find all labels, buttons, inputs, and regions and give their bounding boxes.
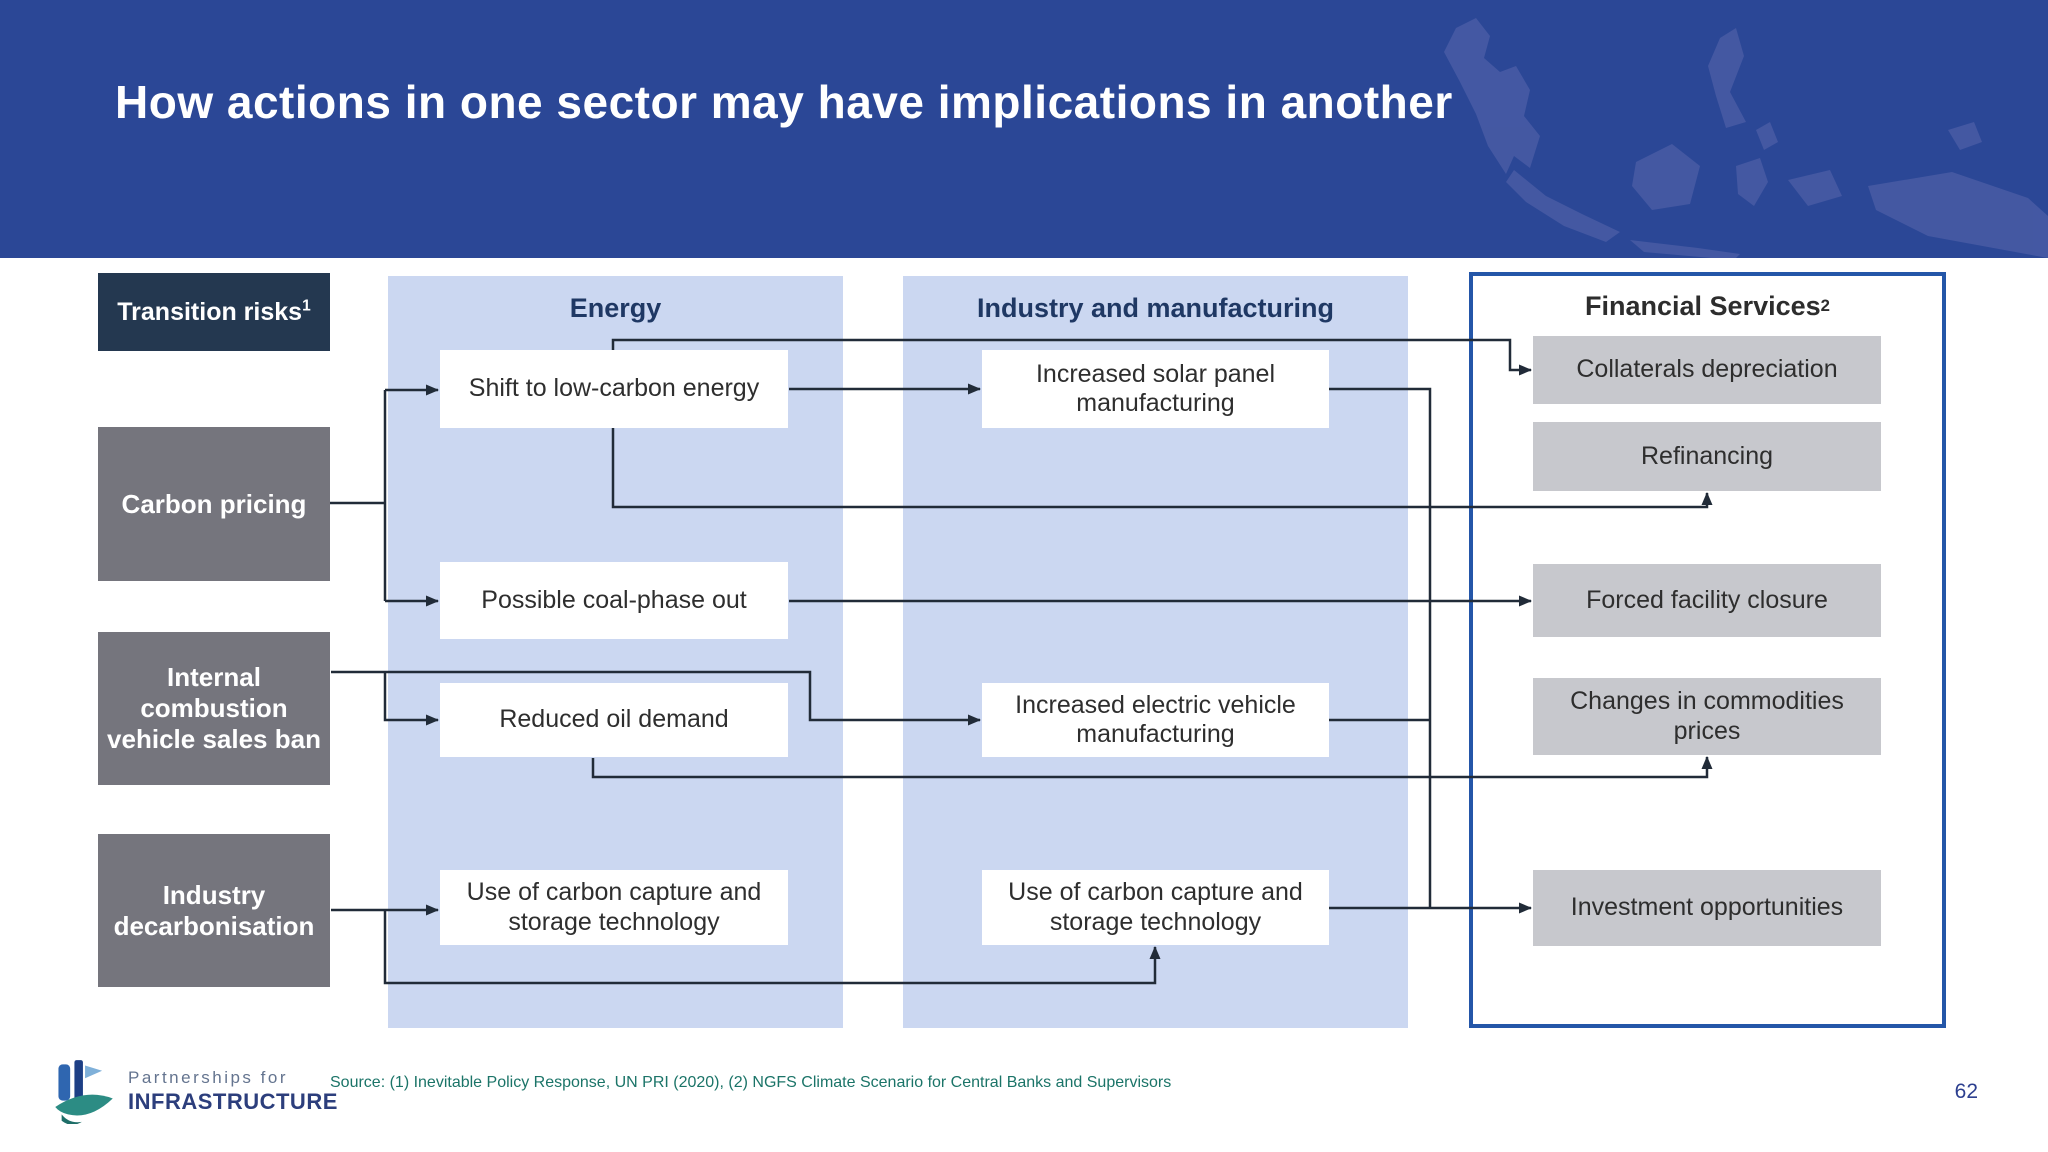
financial-box-collaterals-depreciation: Collaterals depreciation [1533, 336, 1881, 404]
logo: Partnerships for INFRASTRUCTURE [52, 1058, 338, 1124]
financial-box-refinancing: Refinancing [1533, 422, 1881, 491]
transition-risks-footnote: 1 [302, 297, 311, 315]
financial-box-commodities-prices: Changes in commodities prices [1533, 678, 1881, 755]
header-band: How actions in one sector may have impli… [0, 0, 2048, 258]
logo-text-top: Partnerships for [128, 1067, 288, 1087]
transition-risks-label: Transition risks [117, 298, 303, 326]
line-carbon-pricing-fork [330, 390, 387, 601]
logo-text-bottom: INFRASTRUCTURE [128, 1088, 338, 1114]
risk-box-industry-decarbonisation: Industry decarbonisation [98, 834, 330, 987]
source-note: Source: (1) Inevitable Policy Response, … [330, 1074, 1172, 1091]
slide-title: How actions in one sector may have impli… [115, 76, 1453, 128]
energy-box-carbon-capture: Use of carbon capture and storage techno… [440, 870, 788, 945]
energy-box-coal-phase-out: Possible coal-phase out [440, 562, 788, 639]
column-energy-header: Energy [388, 288, 843, 328]
financial-box-forced-facility-closure: Forced facility closure [1533, 564, 1881, 637]
risk-box-carbon-pricing: Carbon pricing [98, 427, 330, 581]
column-industry-header: Industry and manufacturing [903, 288, 1408, 328]
industry-box-solar-panel: Increased solar panel manufacturing [982, 350, 1329, 428]
risk-box-ice-vehicle-sales-ban: Internal combustion vehicle sales ban [98, 632, 330, 785]
energy-box-shift-low-carbon: Shift to low-carbon energy [440, 350, 788, 428]
industry-box-electric-vehicle: Increased electric vehicle manufacturing [982, 683, 1329, 757]
page-number: 62 [1954, 1080, 1978, 1103]
column-industry-header-label: Industry and manufacturing [976, 292, 1335, 323]
logo-text: Partnerships for INFRASTRUCTURE [128, 1068, 338, 1115]
transition-risks-header: Transition risks1 [98, 273, 330, 351]
energy-box-reduced-oil-demand: Reduced oil demand [440, 683, 788, 757]
column-financial-header-label: Financial Services [1585, 290, 1821, 321]
column-energy-header-label: Energy [569, 292, 662, 323]
industry-box-carbon-capture: Use of carbon capture and storage techno… [982, 870, 1329, 945]
logo-icon [55, 1060, 113, 1124]
southeast-asia-map-graphic [1444, 18, 2048, 258]
financial-box-investment-opportunities: Investment opportunities [1533, 870, 1881, 946]
